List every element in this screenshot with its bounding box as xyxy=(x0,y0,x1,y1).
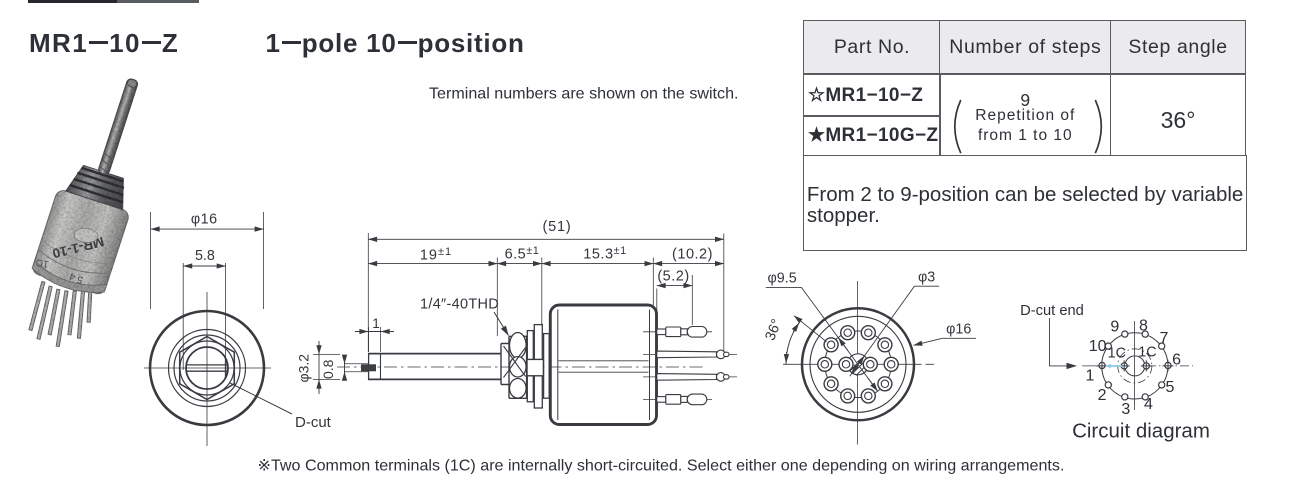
svg-text:(10.2): (10.2) xyxy=(672,247,713,263)
svg-text:1: 1 xyxy=(1086,368,1095,385)
svg-text:5.8: 5.8 xyxy=(195,248,215,264)
svg-text:1C: 1C xyxy=(1108,346,1126,362)
svg-text:φ3.2: φ3.2 xyxy=(296,354,312,383)
svg-text:(5.2): (5.2) xyxy=(657,269,689,285)
svg-text:φ9.5: φ9.5 xyxy=(768,271,797,287)
svg-text:19±1: 19±1 xyxy=(420,246,452,264)
svg-text:8: 8 xyxy=(1139,317,1148,334)
svg-text:φ16: φ16 xyxy=(946,322,971,338)
svg-text:※Two Common terminals (1C) are: ※Two Common terminals (1C) are internall… xyxy=(258,457,1065,475)
svg-text:36°: 36° xyxy=(762,317,785,343)
svg-text:7: 7 xyxy=(1160,330,1169,347)
svg-text:5 4: 5 4 xyxy=(67,270,84,286)
svg-text:Terminal numbers are shown on: Terminal numbers are shown on the switch… xyxy=(429,85,739,103)
svg-text:1/4″-40THD: 1/4″-40THD xyxy=(420,297,499,313)
svg-text:φ3: φ3 xyxy=(918,270,935,286)
svg-text:10: 10 xyxy=(1089,338,1107,355)
svg-text:1C: 1C xyxy=(1138,344,1156,360)
svg-text:D-cut: D-cut xyxy=(295,414,332,431)
svg-text:1C: 1C xyxy=(35,256,50,269)
svg-text:6: 6 xyxy=(1172,352,1181,369)
svg-text:5: 5 xyxy=(1166,379,1175,396)
svg-text:6.5±1: 6.5±1 xyxy=(505,245,540,263)
svg-text:Circuit diagram: Circuit diagram xyxy=(1072,420,1210,443)
svg-text:9: 9 xyxy=(1110,319,1119,336)
svg-text:1: 1 xyxy=(372,316,380,331)
svg-text:(51): (51) xyxy=(543,219,572,235)
svg-text:4: 4 xyxy=(1144,396,1153,413)
svg-text:15.3±1: 15.3±1 xyxy=(583,245,626,263)
svg-text:D-cut end: D-cut end xyxy=(1020,303,1084,319)
svg-text:3: 3 xyxy=(1121,401,1130,418)
svg-text:2: 2 xyxy=(1098,387,1107,404)
svg-text:φ16: φ16 xyxy=(191,212,218,228)
svg-text:0.8: 0.8 xyxy=(320,359,336,379)
